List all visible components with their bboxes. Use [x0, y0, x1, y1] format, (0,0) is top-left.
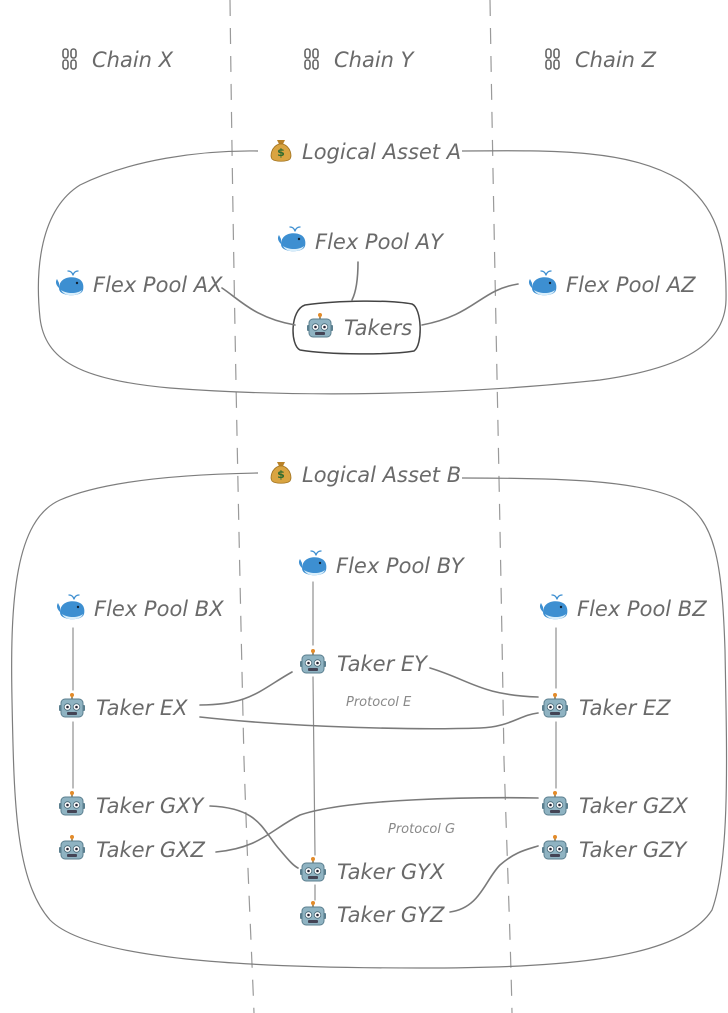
asset-b-boundary — [11, 472, 728, 969]
taker-gyz: Taker GYZ — [299, 900, 445, 927]
flex-pool-by-label: Flex Pool BY — [336, 554, 466, 578]
protocol-g-label: Protocol G — [388, 822, 455, 837]
whale-icon — [528, 270, 558, 296]
taker-ex-label: Taker EX — [96, 696, 188, 720]
robot-icon — [541, 834, 569, 860]
asset-b-title-label: Logical Asset B — [302, 463, 461, 487]
taker-gzy: Taker GZY — [541, 834, 689, 862]
flex-pool-ax-label: Flex Pool AX — [93, 273, 223, 297]
edge-ey-ez — [429, 667, 539, 698]
edge-gxy-gyx — [209, 805, 299, 869]
flex-pool-az: Flex Pool AZ — [528, 270, 696, 297]
flex-pool-ay-label: Flex Pool AY — [315, 230, 445, 254]
chain-link-icon — [62, 48, 77, 70]
flex-pool-bz: Flex Pool BZ — [539, 594, 707, 621]
taker-gzy-label: Taker GZY — [579, 838, 689, 862]
flex-pool-ax: Flex Pool AX — [55, 270, 223, 297]
chain-link-icon — [304, 48, 319, 70]
takers-box — [292, 300, 421, 355]
flex-pool-bx-label: Flex Pool BX — [94, 597, 224, 621]
chain-header-y: Chain Y — [304, 48, 416, 72]
money-bag-icon — [270, 139, 292, 162]
flex-pool-by: Flex Pool BY — [298, 550, 466, 578]
edge-gxz-gzx — [215, 796, 539, 853]
taker-gxy-label: Taker GXY — [96, 794, 206, 818]
asset-a-title: Logical Asset A — [270, 139, 461, 164]
edge-ey-gyx — [312, 676, 316, 856]
takers-label: Takers — [344, 316, 412, 340]
flex-pool-bz-label: Flex Pool BZ — [577, 597, 707, 621]
asset-a-boundary — [37, 150, 727, 395]
chain-header-z: Chain Z — [545, 48, 657, 72]
robot-icon — [299, 900, 327, 926]
edge-gyz-gzy — [449, 845, 539, 913]
flex-pool-ay: Flex Pool AY — [277, 226, 445, 254]
flex-pool-bx: Flex Pool BX — [56, 594, 224, 621]
asset-b-title: Logical Asset B — [270, 461, 461, 487]
taker-ey-label: Taker EY — [337, 652, 429, 676]
robot-icon — [58, 692, 86, 718]
taker-gyx-label: Taker GYX — [337, 860, 445, 884]
robot-icon — [306, 312, 334, 338]
taker-gxz: Taker GXZ — [58, 834, 206, 862]
taker-ez-label: Taker EZ — [579, 696, 671, 720]
robot-icon — [299, 856, 327, 882]
edge-ax-takers — [221, 287, 296, 326]
protocol-e-label: Protocol E — [346, 695, 412, 710]
robot-icon — [58, 790, 86, 816]
edge-ex-ey — [199, 671, 293, 706]
taker-gyz-label: Taker GYZ — [337, 903, 445, 927]
edge-ex-ez — [199, 712, 539, 730]
robot-icon — [299, 648, 327, 674]
whale-icon — [539, 594, 569, 620]
taker-ex: Taker EX — [58, 692, 188, 720]
robot-icon — [58, 834, 86, 860]
takers-node: Takers — [306, 312, 412, 340]
whale-icon — [277, 226, 307, 252]
taker-ey: Taker EY — [299, 648, 429, 676]
taker-gzx-label: Taker GZX — [579, 794, 689, 818]
whale-icon — [298, 550, 328, 576]
chain-x-label: Chain X — [92, 48, 174, 72]
taker-gzx: Taker GZX — [541, 790, 689, 818]
chain-header-x: Chain X — [62, 48, 174, 72]
chain-divider-yz — [489, 0, 513, 1013]
whale-icon — [55, 270, 85, 296]
asset-a-title-label: Logical Asset A — [302, 140, 461, 164]
edge-az-takers — [421, 283, 519, 326]
whale-icon — [56, 594, 86, 620]
flex-pool-az-label: Flex Pool AZ — [566, 273, 696, 297]
taker-gxz-label: Taker GXZ — [96, 838, 206, 862]
robot-icon — [541, 790, 569, 816]
robot-icon — [541, 692, 569, 718]
chain-y-label: Chain Y — [334, 48, 416, 72]
taker-gyx: Taker GYX — [299, 856, 445, 884]
money-bag-icon — [270, 461, 292, 484]
chain-link-icon — [545, 48, 560, 70]
taker-ez: Taker EZ — [541, 692, 671, 720]
edge-ay-takers — [351, 261, 359, 301]
taker-gxy: Taker GXY — [58, 790, 206, 818]
chain-z-label: Chain Z — [575, 48, 657, 72]
chain-divider-xy — [229, 0, 255, 1013]
